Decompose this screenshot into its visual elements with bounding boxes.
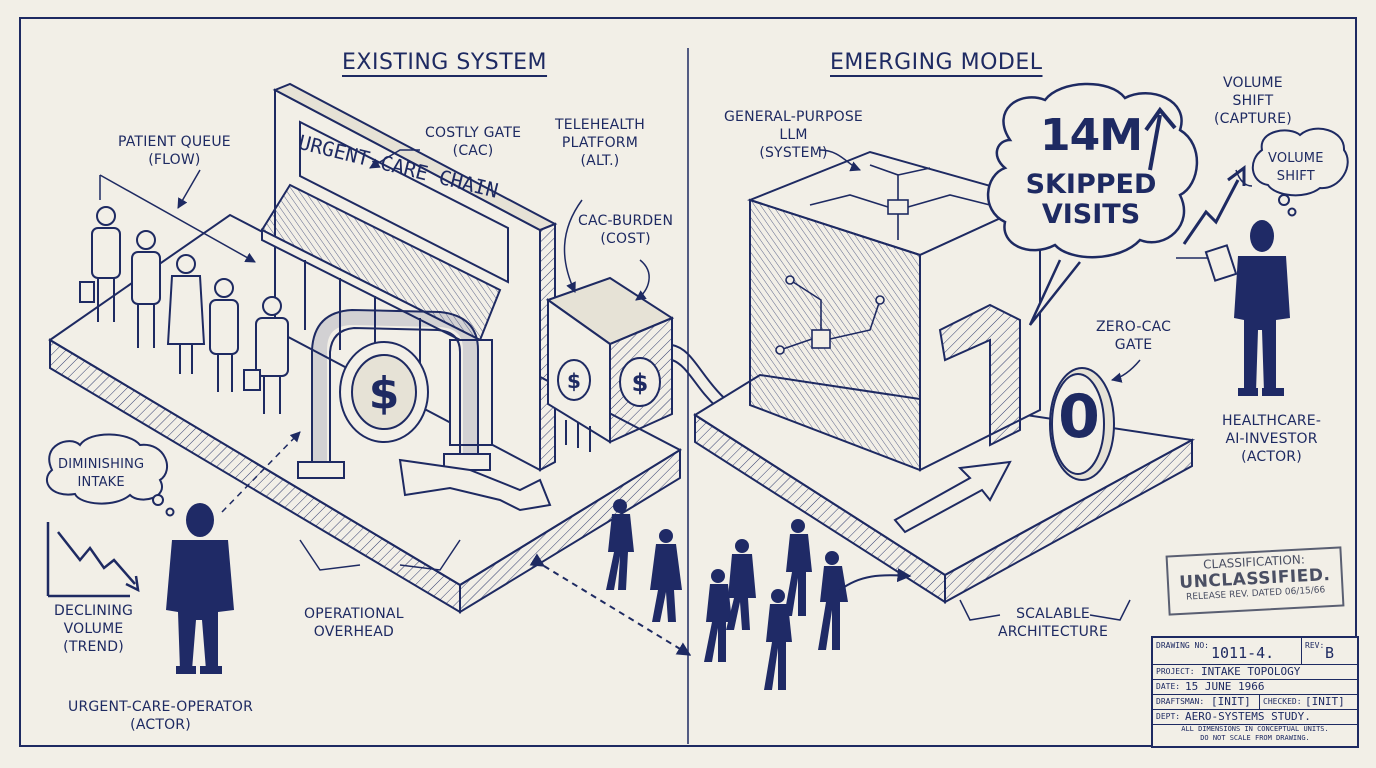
label-operational-overhead: OPERATIONAL OVERHEAD bbox=[304, 606, 404, 640]
circuit-chip-icon bbox=[775, 164, 991, 355]
svg-text:$: $ bbox=[567, 369, 581, 393]
declining-trend-icon bbox=[46, 522, 140, 598]
zero-cac-gate bbox=[1049, 367, 1115, 481]
title-block: DRAWING NO: 1011-4. REV: B PROJECT: INTA… bbox=[1151, 636, 1359, 748]
rising-arrow-icon bbox=[1144, 106, 1177, 171]
label-diminishing-intake: DIMINISHING INTAKE bbox=[58, 457, 145, 490]
dept-label: DEPT: bbox=[1156, 712, 1181, 721]
label-costly-gate: COSTLY GATE (CAC) bbox=[425, 125, 522, 159]
flow-arrow-right bbox=[893, 460, 1012, 534]
label-zero-cac-gate: ZERO-CAC GATE bbox=[1096, 319, 1172, 353]
title-block-row-dept: DEPT: AERO-SYSTEMS STUDY. bbox=[1153, 709, 1357, 725]
rev-label: REV: bbox=[1305, 641, 1325, 650]
title-block-row-draftsman: DRAFTSMAN: [INIT] CHECKED: [INIT] bbox=[1153, 694, 1357, 710]
draftsman-label: DRAFTSMAN: bbox=[1156, 697, 1205, 706]
label-patient-queue: PATIENT QUEUE (FLOW) bbox=[118, 134, 231, 168]
draftsman-value: [INIT] bbox=[1211, 695, 1251, 708]
label-general-purpose-llm: GENERAL-PURPOSE LLM (SYSTEM) bbox=[724, 109, 863, 161]
costly-gate bbox=[297, 308, 491, 479]
walking-people bbox=[606, 499, 848, 690]
queue-dimension-line bbox=[99, 174, 256, 263]
heading-existing-system: EXISTING SYSTEM bbox=[342, 50, 548, 75]
flow-arrow-left bbox=[398, 458, 552, 512]
project-label: PROJECT: bbox=[1156, 667, 1195, 676]
rev-value: B bbox=[1325, 644, 1335, 662]
svg-text:$: $ bbox=[632, 369, 649, 397]
skipped-number: 14M bbox=[1039, 110, 1143, 161]
title-block-row-project: PROJECT: INTAKE TOPOLOGY bbox=[1153, 664, 1357, 680]
drawing-border bbox=[19, 17, 1357, 747]
classification-stamp: CLASSIFICATION: UNCLASSIFIED. RELEASE RE… bbox=[1165, 546, 1345, 616]
checked-label: CHECKED: bbox=[1263, 697, 1302, 706]
label-scalable-architecture: SCALABLE ARCHITECTURE bbox=[998, 606, 1108, 640]
drawing-no-label: DRAWING NO: bbox=[1156, 641, 1209, 650]
zero-gate-digit: 0 bbox=[1058, 382, 1100, 452]
date-value: 15 JUNE 1966 bbox=[1185, 680, 1265, 693]
healthcare-ai-investor-figure bbox=[1204, 220, 1290, 396]
skipped-visits-cloud bbox=[986, 82, 1199, 326]
checked-value: [INIT] bbox=[1305, 695, 1345, 708]
label-volume-shift-capture: VOLUME SHIFT (CAPTURE) bbox=[1214, 75, 1292, 127]
drawing-no-value: 1011-4. bbox=[1211, 644, 1275, 662]
label-cac-burden: CAC-BURDEN (COST) bbox=[578, 213, 674, 247]
dept-value: AERO-SYSTEMS STUDY. bbox=[1185, 710, 1311, 723]
label-volume-shift: VOLUME SHIFT bbox=[1268, 151, 1324, 184]
leader-lines bbox=[177, 149, 1141, 621]
label-urgent-care-operator: URGENT-CARE-OPERATOR (ACTOR) bbox=[68, 699, 254, 733]
svg-text:$: $ bbox=[369, 368, 400, 419]
date-label: DATE: bbox=[1156, 682, 1181, 691]
label-telehealth-platform: TELEHEALTH PLATFORM (ALT.) bbox=[555, 117, 645, 169]
title-block-note: ALL DIMENSIONS IN CONCEPTUAL UNITS. DO N… bbox=[1181, 725, 1329, 742]
title-block-row-date: DATE: 15 JUNE 1966 bbox=[1153, 679, 1357, 695]
title-block-row-drawing: DRAWING NO: 1011-4. REV: B bbox=[1153, 638, 1357, 665]
urgent-care-operator-figure bbox=[166, 503, 234, 674]
dollar-coin-icon: $ bbox=[339, 341, 429, 443]
rising-trend-icon bbox=[1176, 165, 1246, 259]
telehealth-box: $ $ bbox=[545, 276, 831, 453]
thought-bubble-icon bbox=[46, 433, 175, 517]
heading-emerging-model: EMERGING MODEL bbox=[830, 50, 1043, 75]
thought-bubble-icon bbox=[1252, 127, 1349, 217]
label-declining-volume: DECLINING VOLUME (TREND) bbox=[54, 603, 134, 655]
patient-queue-figures bbox=[79, 206, 289, 414]
label-healthcare-ai-investor: HEALTHCARE- AI-INVESTOR (ACTOR) bbox=[1222, 413, 1322, 465]
project-value: INTAKE TOPOLOGY bbox=[1201, 665, 1301, 678]
llm-cube bbox=[747, 150, 1043, 472]
skipped-visits-text: SKIPPED VISITS bbox=[1025, 169, 1157, 230]
